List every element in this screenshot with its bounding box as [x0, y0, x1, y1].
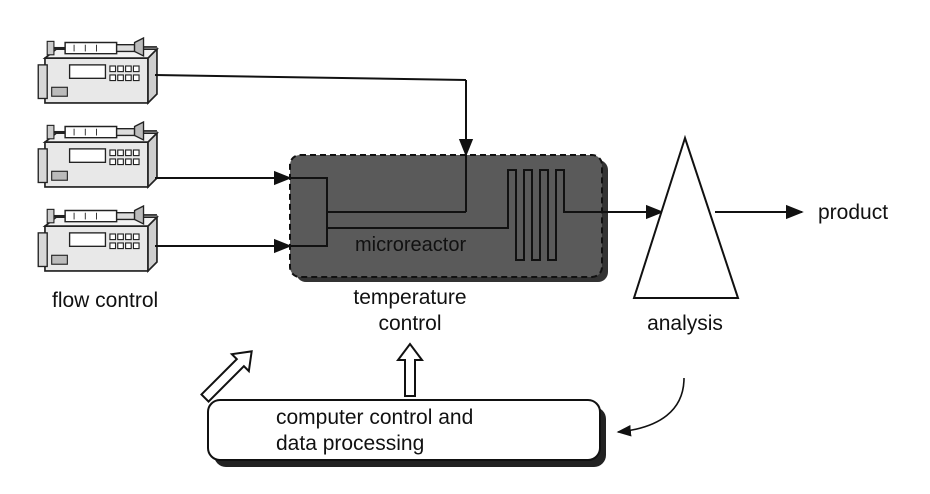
flow-control-label: flow control	[52, 289, 158, 312]
syringe-pump-2-icon	[37, 120, 159, 189]
computer-label-line2: data processing	[276, 432, 424, 455]
computer-label-line1: computer control and	[276, 406, 473, 429]
microreactor-label: microreactor	[355, 234, 466, 256]
inlet-line-1	[154, 74, 467, 81]
hollow-arrow-to-flow-control	[200, 350, 253, 403]
reactor-channels	[290, 155, 602, 261]
syringe-pump-3-icon	[37, 204, 159, 273]
analysis-triangle	[632, 134, 740, 299]
temperature-label-line2: control	[378, 312, 441, 335]
analysis-to-computer-arrow	[616, 377, 685, 437]
temperature-label-line1: temperature	[353, 286, 466, 309]
hollow-arrow-to-temperature-control	[396, 342, 424, 397]
syringe-pump-1-icon	[37, 36, 159, 105]
analysis-label: analysis	[647, 312, 723, 335]
product-label: product	[818, 201, 888, 224]
computer-box	[207, 399, 601, 461]
